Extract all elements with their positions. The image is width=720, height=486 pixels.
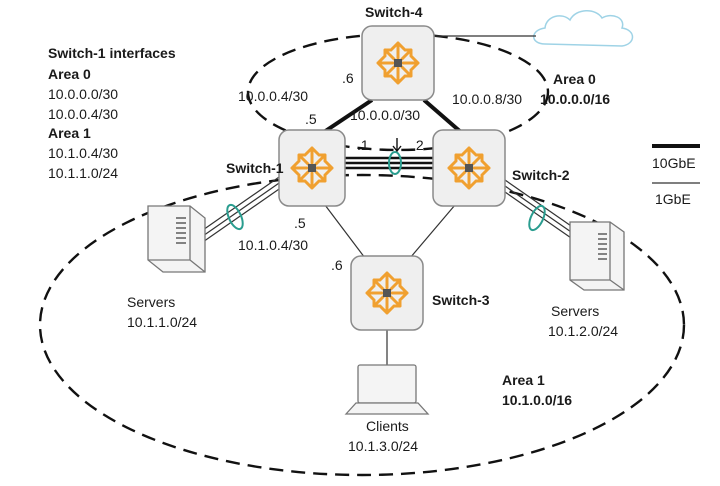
link-end-label: .5 bbox=[305, 111, 317, 127]
clients-label: Clients bbox=[366, 418, 409, 434]
servers-right-subnet: 10.1.2.0/24 bbox=[548, 323, 618, 339]
servers-right-icon bbox=[569, 221, 625, 291]
link-subnet-label: 10.0.0.0/30 bbox=[350, 107, 420, 123]
servers-left-subnet: 10.1.1.0/24 bbox=[127, 314, 197, 330]
switch-3-label: Switch-3 bbox=[432, 292, 490, 308]
cloud-icon bbox=[533, 10, 634, 47]
link-end-label: .2 bbox=[412, 137, 424, 153]
area-1-boundary bbox=[38, 173, 686, 477]
legend-10gbe-label: 10GbE bbox=[652, 155, 696, 171]
switch-2-label: Switch-2 bbox=[512, 167, 570, 183]
servers-right-label: Servers bbox=[551, 303, 599, 319]
legend-title: Switch-1 interfaces bbox=[48, 45, 176, 61]
link-s2-s3 bbox=[409, 204, 456, 259]
legend-subnet: 10.1.1.0/24 bbox=[48, 165, 118, 181]
legend-area-1: Area 1 bbox=[48, 125, 91, 141]
link-end-label: .6 bbox=[342, 70, 354, 86]
link-end-label: .5 bbox=[294, 215, 306, 231]
area-0-network: 10.0.0.0/16 bbox=[540, 91, 610, 107]
legend-area-0: Area 0 bbox=[48, 66, 91, 82]
area-0-name: Area 0 bbox=[553, 71, 596, 87]
pointer-arrow-icon bbox=[392, 138, 402, 153]
switch-4[interactable] bbox=[361, 25, 435, 101]
link-subnet-label: 10.0.0.4/30 bbox=[238, 88, 308, 104]
link-end-label: .6 bbox=[331, 257, 343, 273]
lag-s1-s2-icon bbox=[388, 151, 402, 175]
legend-subnet: 10.1.0.4/30 bbox=[48, 145, 118, 161]
link-s1-s3 bbox=[324, 204, 366, 259]
area-1-name: Area 1 bbox=[502, 372, 545, 388]
clients-subnet: 10.1.3.0/24 bbox=[348, 438, 418, 454]
switch-1[interactable] bbox=[278, 129, 346, 207]
link-subnet-label: 10.1.0.4/30 bbox=[238, 237, 308, 253]
link-end-label: .1 bbox=[357, 137, 369, 153]
switch-2[interactable] bbox=[432, 129, 506, 207]
switch-3[interactable] bbox=[350, 255, 424, 331]
legend-1gbe-label: 1GbE bbox=[655, 191, 691, 207]
switch-1-label: Switch-1 bbox=[226, 160, 284, 176]
laptop-icon bbox=[344, 364, 430, 415]
servers-left-icon bbox=[147, 205, 206, 273]
switch-4-label: Switch-4 bbox=[365, 4, 423, 20]
legend-subnet: 10.0.0.4/30 bbox=[48, 106, 118, 122]
link-s2-servers-right bbox=[504, 179, 575, 241]
lag-left-servers-icon bbox=[226, 203, 244, 231]
lag-right-servers-icon bbox=[528, 204, 546, 232]
link-subnet-label: 10.0.0.8/30 bbox=[452, 91, 522, 107]
legend-subnet: 10.0.0.0/30 bbox=[48, 86, 118, 102]
area-1-network: 10.1.0.0/16 bbox=[502, 392, 572, 408]
servers-left-label: Servers bbox=[127, 294, 175, 310]
